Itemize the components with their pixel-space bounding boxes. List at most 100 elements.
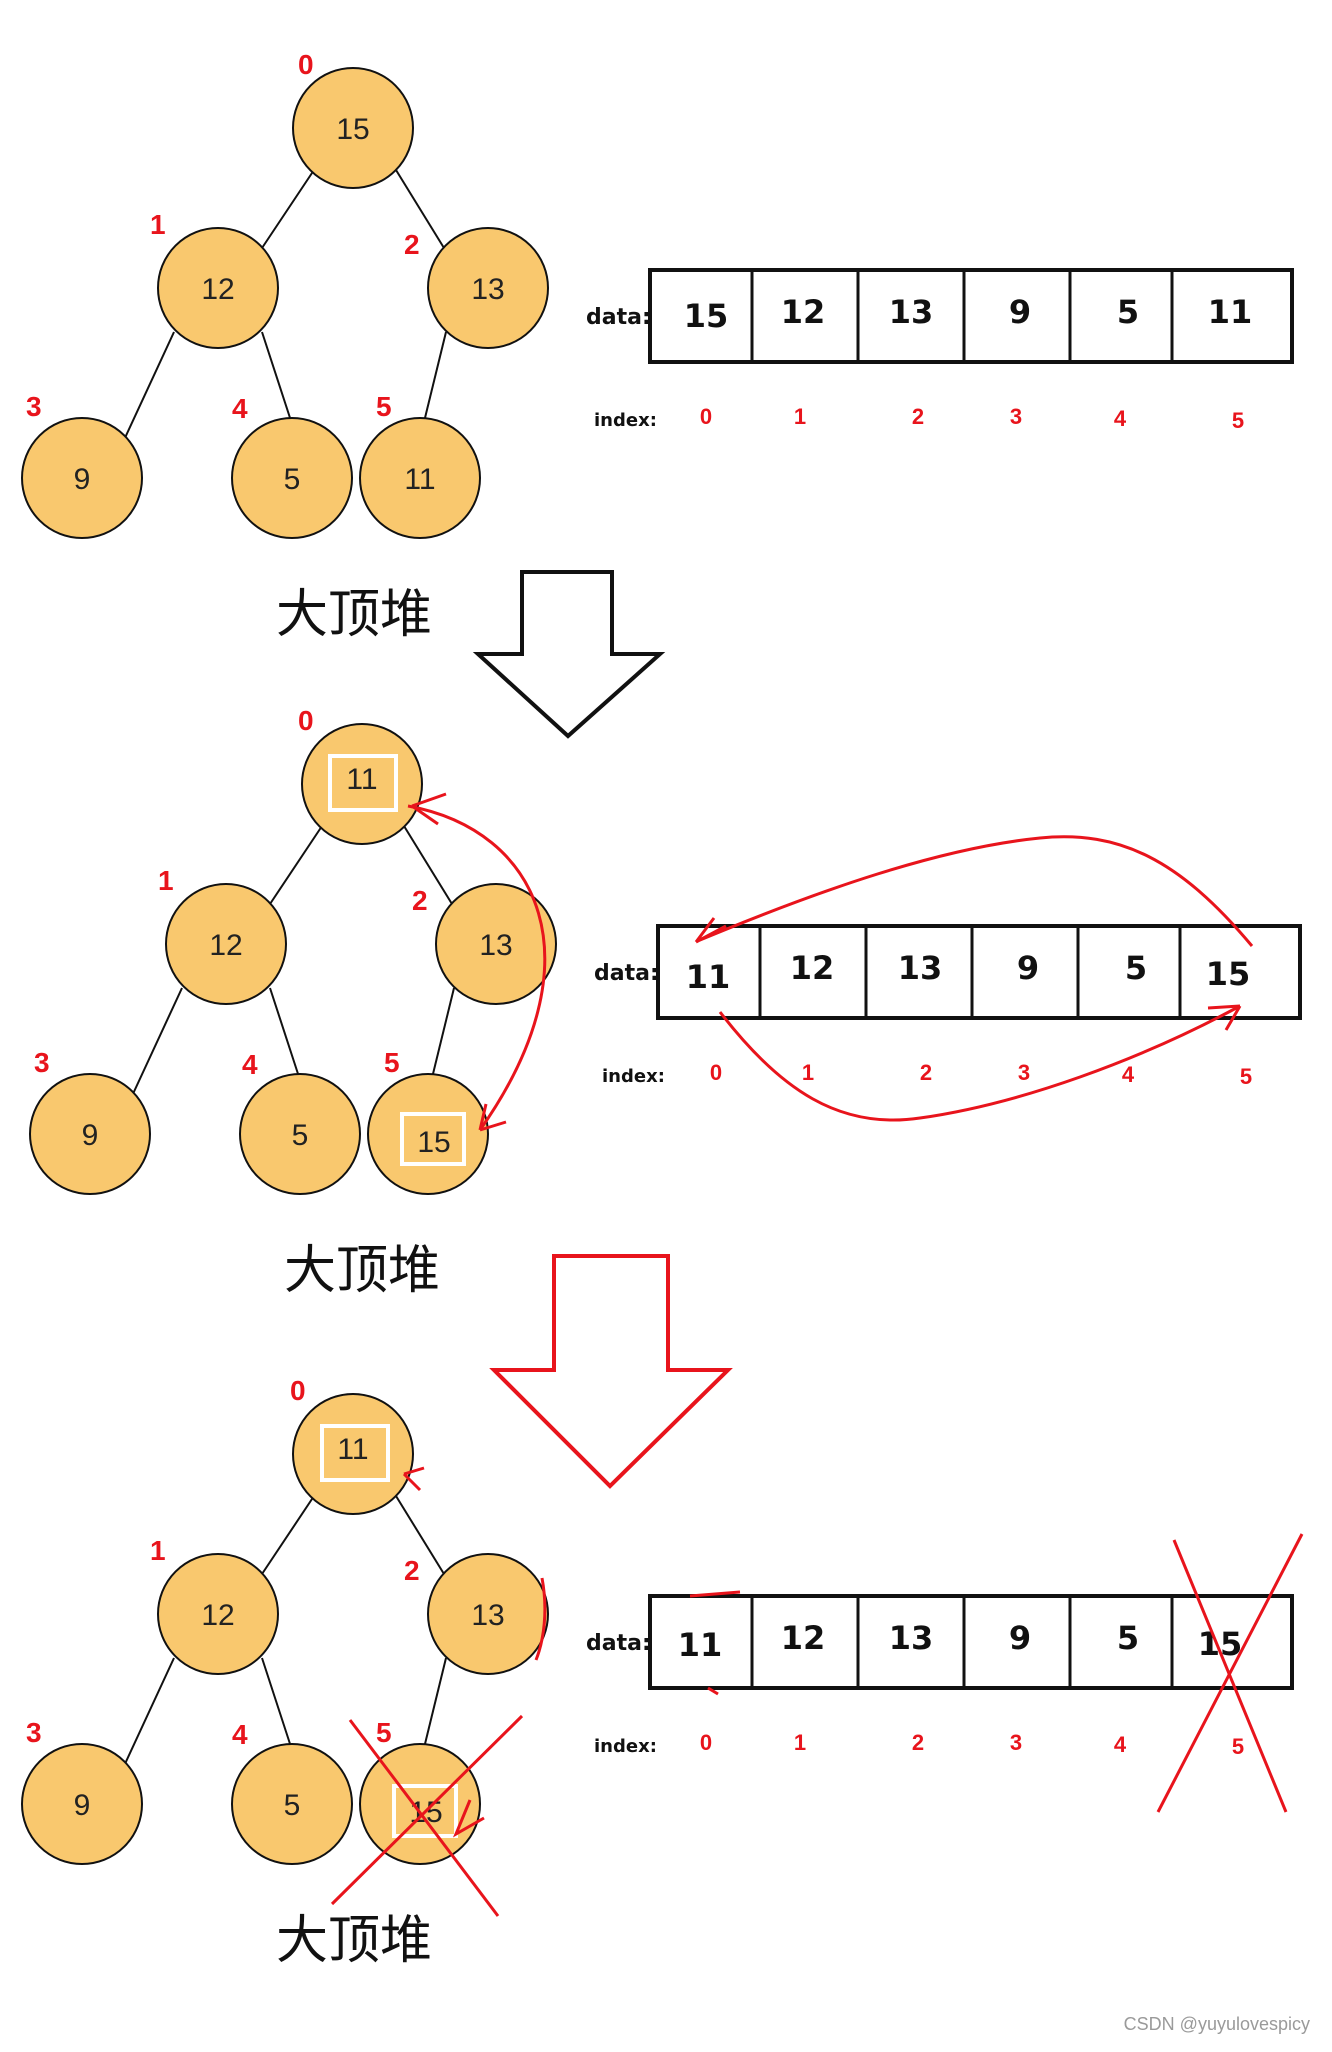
node-index: 4 bbox=[232, 393, 248, 424]
node-value: 12 bbox=[209, 929, 242, 962]
tree-node: 5 bbox=[231, 417, 353, 539]
caption: 大顶堆 bbox=[276, 585, 432, 645]
tree-node: 11 bbox=[292, 1393, 414, 1515]
array-index: 3 bbox=[1010, 1730, 1022, 1755]
array-cell: 15 bbox=[1198, 1625, 1243, 1663]
array-cell: 13 bbox=[898, 949, 943, 987]
array-cell: 5 bbox=[1117, 293, 1139, 331]
array-index: 5 bbox=[1232, 408, 1244, 433]
swap-arrow-icon bbox=[407, 792, 547, 1132]
node-value: 15 bbox=[417, 1126, 450, 1159]
node-index: 0 bbox=[298, 49, 314, 80]
node-value: 11 bbox=[404, 463, 435, 496]
index-label: index: bbox=[602, 1066, 665, 1087]
array-cell: 11 bbox=[1208, 293, 1253, 331]
array-index: 4 bbox=[1122, 1062, 1135, 1087]
array-cell: 13 bbox=[889, 1619, 934, 1657]
array-cell: 12 bbox=[781, 1619, 826, 1657]
node-index: 5 bbox=[384, 1047, 400, 1078]
node-index: 0 bbox=[290, 1375, 306, 1406]
array-index: 4 bbox=[1114, 406, 1127, 431]
array-cell: 9 bbox=[1017, 949, 1039, 987]
tree-node: 12 bbox=[157, 227, 279, 349]
array-cell: 15 bbox=[684, 297, 729, 335]
node-index: 4 bbox=[232, 1719, 248, 1750]
array-cell: 9 bbox=[1009, 1619, 1031, 1657]
array-box bbox=[656, 924, 1302, 1020]
tree-node: 13 bbox=[427, 1553, 549, 1675]
tree-node: 13 bbox=[435, 883, 557, 1005]
data-label: data: bbox=[586, 1631, 651, 1656]
node-index: 2 bbox=[412, 885, 428, 916]
tree-node: 12 bbox=[165, 883, 287, 1005]
tree-node: 15 bbox=[359, 1743, 481, 1865]
watermark: CSDN @yuyulovespicy bbox=[1124, 2014, 1310, 2034]
node-index: 5 bbox=[376, 1717, 392, 1748]
node-index: 0 bbox=[298, 705, 314, 736]
tree-node: 9 bbox=[29, 1073, 151, 1195]
node-value: 5 bbox=[284, 1789, 301, 1822]
array-cell: 12 bbox=[781, 293, 826, 331]
node-value: 13 bbox=[479, 929, 512, 962]
panel-1: 15 12 13 9 5 11 0 1 2 3 4 5 data: 15 12 … bbox=[21, 49, 1294, 645]
array-cell: 5 bbox=[1125, 949, 1147, 987]
node-value: 9 bbox=[74, 463, 91, 496]
tree-node: 9 bbox=[21, 1743, 143, 1865]
array-cell: 11 bbox=[686, 958, 731, 996]
array-index: 1 bbox=[802, 1060, 814, 1085]
array-cell: 12 bbox=[790, 949, 835, 987]
array-index: 1 bbox=[794, 1730, 806, 1755]
caption: 大顶堆 bbox=[276, 1911, 432, 1971]
node-value: 5 bbox=[292, 1119, 309, 1152]
array-box bbox=[648, 1594, 1294, 1690]
array-cell: 5 bbox=[1117, 1619, 1139, 1657]
tree-node: 9 bbox=[21, 417, 143, 539]
node-value: 12 bbox=[201, 273, 234, 306]
array-index: 1 bbox=[794, 404, 806, 429]
node-index: 1 bbox=[150, 1535, 166, 1566]
node-value: 11 bbox=[346, 763, 377, 796]
node-index: 3 bbox=[34, 1047, 50, 1078]
panel-2: 11 12 13 9 5 15 0 1 2 3 4 5 data: bbox=[29, 705, 1302, 1301]
node-index: 1 bbox=[150, 209, 166, 240]
node-value: 12 bbox=[201, 1599, 234, 1632]
array-index: 2 bbox=[912, 1730, 924, 1755]
data-label: data: bbox=[594, 961, 659, 986]
swap-arrow-icon bbox=[694, 835, 1254, 1122]
tree-node: 11 bbox=[359, 417, 481, 539]
cross-out-icon bbox=[330, 1466, 547, 1917]
tree-node: 12 bbox=[157, 1553, 279, 1675]
down-arrow-icon bbox=[472, 570, 666, 739]
down-arrow-icon bbox=[489, 1254, 733, 1489]
caption: 大顶堆 bbox=[284, 1241, 440, 1301]
array-index: 5 bbox=[1232, 1734, 1244, 1759]
array-index: 2 bbox=[912, 404, 924, 429]
panel-3: 11 12 13 9 5 15 0 1 2 3 4 5 data: bbox=[21, 1375, 1304, 1971]
array-cell: 9 bbox=[1009, 293, 1031, 331]
tree-edges bbox=[123, 169, 447, 441]
node-value: 15 bbox=[336, 113, 369, 146]
array-index: 3 bbox=[1018, 1060, 1030, 1085]
node-index: 2 bbox=[404, 1555, 420, 1586]
tree-node: 13 bbox=[427, 227, 549, 349]
array-cell: 13 bbox=[889, 293, 934, 331]
node-index: 1 bbox=[158, 865, 174, 896]
node-index: 3 bbox=[26, 391, 42, 422]
array-index: 3 bbox=[1010, 404, 1022, 429]
data-label: data: bbox=[586, 305, 651, 330]
index-label: index: bbox=[594, 410, 657, 431]
array-cell: 11 bbox=[678, 1626, 723, 1664]
array-index: 5 bbox=[1240, 1064, 1252, 1089]
node-value: 9 bbox=[74, 1789, 91, 1822]
tree-node: 15 bbox=[367, 1073, 489, 1195]
array-box bbox=[648, 268, 1294, 364]
tree-node: 5 bbox=[231, 1743, 353, 1865]
node-value: 13 bbox=[471, 1599, 504, 1632]
node-value: 13 bbox=[471, 273, 504, 306]
node-value: 5 bbox=[284, 463, 301, 496]
array-index: 0 bbox=[700, 404, 712, 429]
tree-node: 5 bbox=[239, 1073, 361, 1195]
cross-out-icon bbox=[689, 1533, 1304, 1813]
node-index: 4 bbox=[242, 1049, 258, 1080]
node-value: 11 bbox=[337, 1433, 368, 1466]
